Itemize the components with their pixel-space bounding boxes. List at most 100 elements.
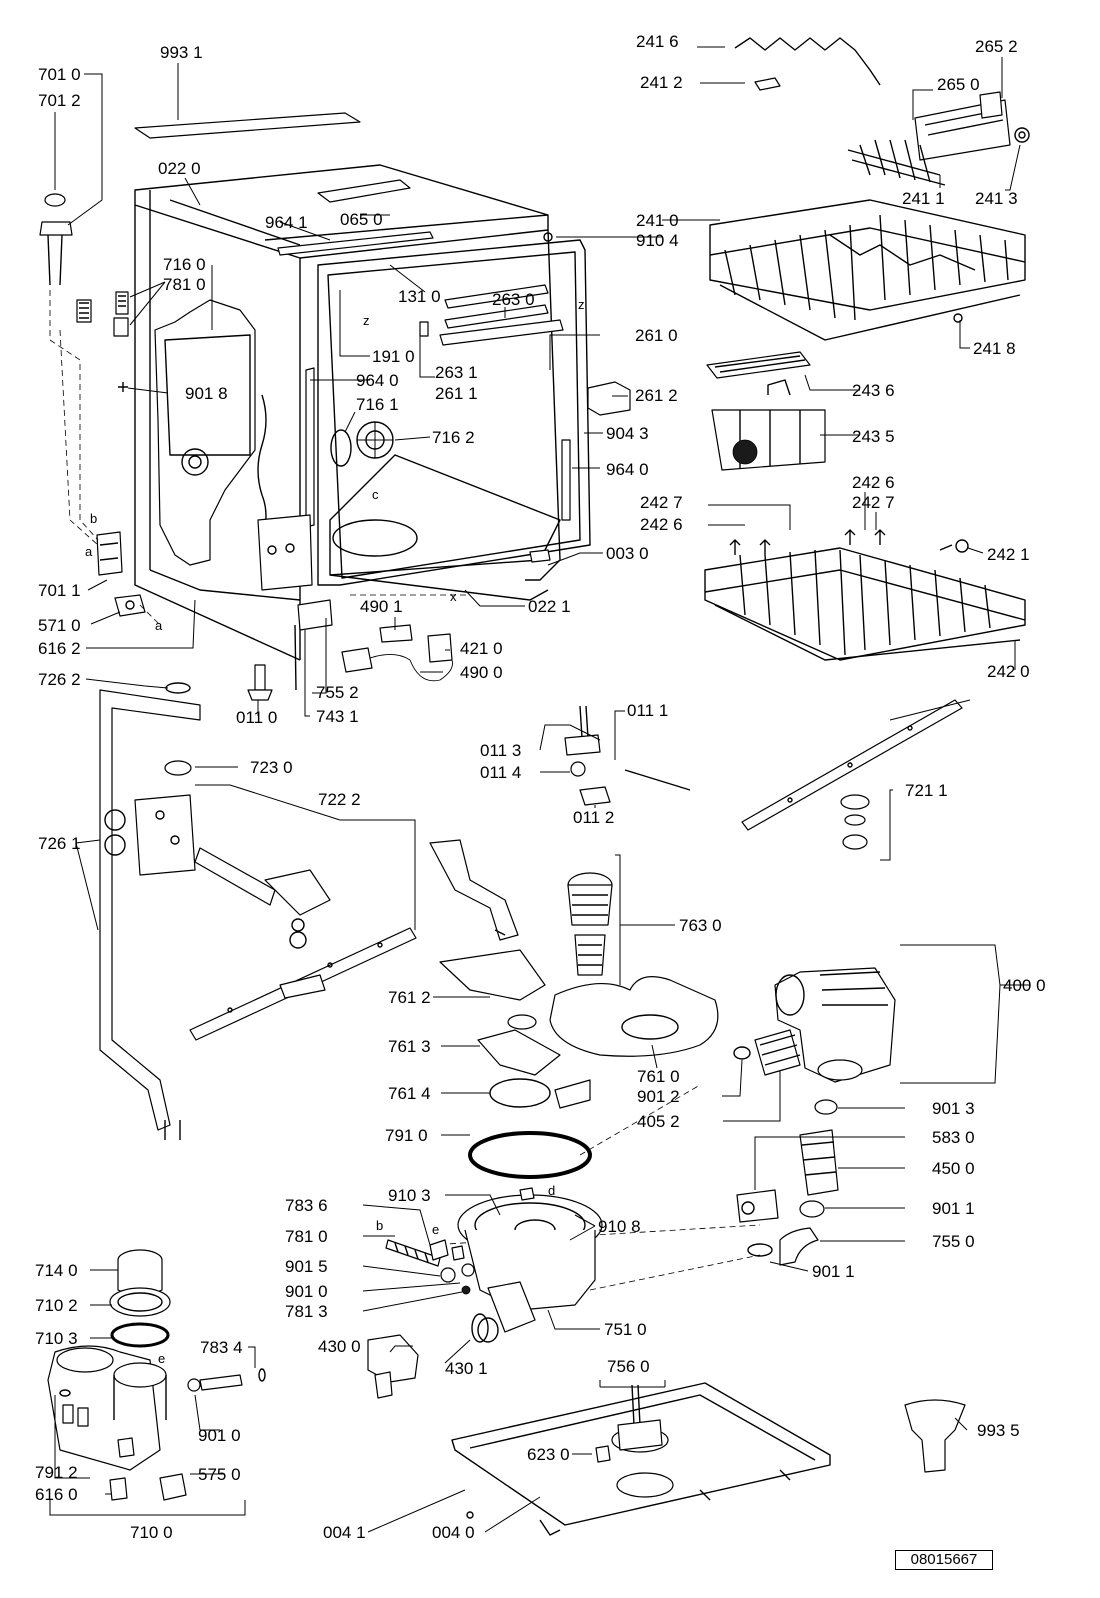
part-label: 004 0 xyxy=(432,1523,475,1542)
part-label: 571 0 xyxy=(38,616,81,635)
part-label: 701 2 xyxy=(38,91,81,110)
part-label: 901 0 xyxy=(285,1282,328,1301)
drain-pump xyxy=(367,1313,489,1399)
part-label: 743 1 xyxy=(316,707,359,726)
part-label: 901 1 xyxy=(932,1199,975,1218)
heater-parts xyxy=(385,1239,475,1295)
spray-arm-upper xyxy=(134,760,417,1041)
part-label: 616 0 xyxy=(35,1485,78,1504)
supply-pipe xyxy=(99,682,201,1140)
part-label: 910 8 xyxy=(598,1217,641,1236)
leader-lines xyxy=(49,46,1030,1533)
spray-arm-top xyxy=(741,699,963,850)
part-label: 243 6 xyxy=(852,381,895,400)
part-label: 400 0 xyxy=(1003,976,1046,995)
part-label: 263 1 xyxy=(435,363,478,382)
part-label: 910 4 xyxy=(636,231,679,250)
part-number-labels: 993 1 701 0 701 2 022 0 065 0 964 1 131 … xyxy=(35,32,1046,1542)
part-label: 004 1 xyxy=(323,1523,366,1542)
connection-letter: x xyxy=(450,589,457,604)
part-label: 964 0 xyxy=(356,371,399,390)
part-label: 901 1 xyxy=(812,1262,855,1281)
connection-letter: z xyxy=(578,297,585,312)
part-label: 261 0 xyxy=(635,326,678,345)
part-label: 241 2 xyxy=(640,73,683,92)
tub-assembly xyxy=(134,164,631,661)
part-label: 761 2 xyxy=(388,988,431,1007)
upper-basket xyxy=(543,37,1030,341)
part-label: 722 2 xyxy=(318,790,361,809)
part-label: 242 1 xyxy=(987,545,1030,564)
part-label: 583 0 xyxy=(932,1128,975,1147)
base-plate xyxy=(451,1382,831,1536)
cutlery-basket xyxy=(706,351,826,471)
part-label: 022 0 xyxy=(158,159,201,178)
connection-letter: e xyxy=(432,1222,439,1237)
connection-letter: b xyxy=(376,1218,383,1233)
part-label: 901 8 xyxy=(185,384,228,403)
part-label: 761 0 xyxy=(637,1067,680,1086)
part-label: 490 1 xyxy=(360,597,403,616)
connection-letter: e xyxy=(158,1351,165,1366)
connection-letter: d xyxy=(548,1183,555,1198)
softener-parts xyxy=(47,1249,266,1501)
part-label: 783 4 xyxy=(200,1338,243,1357)
connection-letter: c xyxy=(372,487,379,502)
part-label: 701 0 xyxy=(38,65,81,84)
part-label: 011 0 xyxy=(236,708,277,727)
part-label: 901 2 xyxy=(637,1087,680,1106)
part-label: 723 0 xyxy=(250,758,293,777)
sump-seal-ring xyxy=(468,1131,592,1179)
part-label: 726 2 xyxy=(38,670,81,689)
part-label: 241 0 xyxy=(636,211,679,230)
part-label: 265 0 xyxy=(937,75,980,94)
part-label: 421 0 xyxy=(460,639,503,658)
part-label: 761 4 xyxy=(388,1084,431,1103)
connection-letter: b xyxy=(90,511,97,526)
part-label: 241 3 xyxy=(975,189,1018,208)
part-label: 716 2 xyxy=(432,428,475,447)
part-label: 011 3 xyxy=(480,741,521,760)
part-label: 265 2 xyxy=(975,37,1018,56)
part-label: 241 1 xyxy=(902,189,945,208)
part-label: 993 5 xyxy=(977,1421,1020,1440)
part-label: 241 8 xyxy=(973,339,1016,358)
part-label: 242 7 xyxy=(640,493,683,512)
part-label: 901 5 xyxy=(285,1257,328,1276)
part-label: 964 0 xyxy=(606,460,649,479)
part-label: 710 0 xyxy=(130,1523,173,1542)
part-label: 781 3 xyxy=(285,1302,328,1321)
part-label: 623 0 xyxy=(527,1445,570,1464)
part-label: 261 2 xyxy=(635,386,678,405)
part-label: 241 6 xyxy=(636,32,679,51)
part-label: 716 1 xyxy=(356,395,399,414)
part-label: 405 2 xyxy=(637,1112,680,1131)
part-label: 575 0 xyxy=(198,1465,241,1484)
connection-letter: a xyxy=(155,618,163,633)
part-label: 791 2 xyxy=(35,1463,78,1482)
part-label: 755 0 xyxy=(932,1232,975,1251)
part-label: 901 0 xyxy=(198,1426,241,1445)
pump-parts xyxy=(733,967,896,1266)
part-label: 761 3 xyxy=(388,1037,431,1056)
part-label: 191 0 xyxy=(372,347,415,366)
part-label: 011 4 xyxy=(480,763,521,782)
part-label: 751 0 xyxy=(604,1320,647,1339)
part-label: 726 1 xyxy=(38,834,81,853)
part-label: 242 7 xyxy=(852,493,895,512)
part-label: 993 1 xyxy=(160,43,203,62)
part-label: 710 2 xyxy=(35,1296,78,1315)
part-label: 003 0 xyxy=(606,544,649,563)
part-label: 450 0 xyxy=(932,1159,975,1178)
part-label: 716 0 xyxy=(163,255,206,274)
part-label: 131 0 xyxy=(398,287,441,306)
part-label: 263 0 xyxy=(492,290,535,309)
part-label: 710 3 xyxy=(35,1329,78,1348)
part-label: 022 1 xyxy=(528,597,571,616)
part-label: 261 1 xyxy=(435,384,478,403)
part-label: 781 0 xyxy=(163,275,206,294)
switch-parts xyxy=(294,599,453,691)
filter-parts xyxy=(429,839,719,1109)
part-label: 490 0 xyxy=(460,663,503,682)
part-label: 430 0 xyxy=(318,1337,361,1356)
